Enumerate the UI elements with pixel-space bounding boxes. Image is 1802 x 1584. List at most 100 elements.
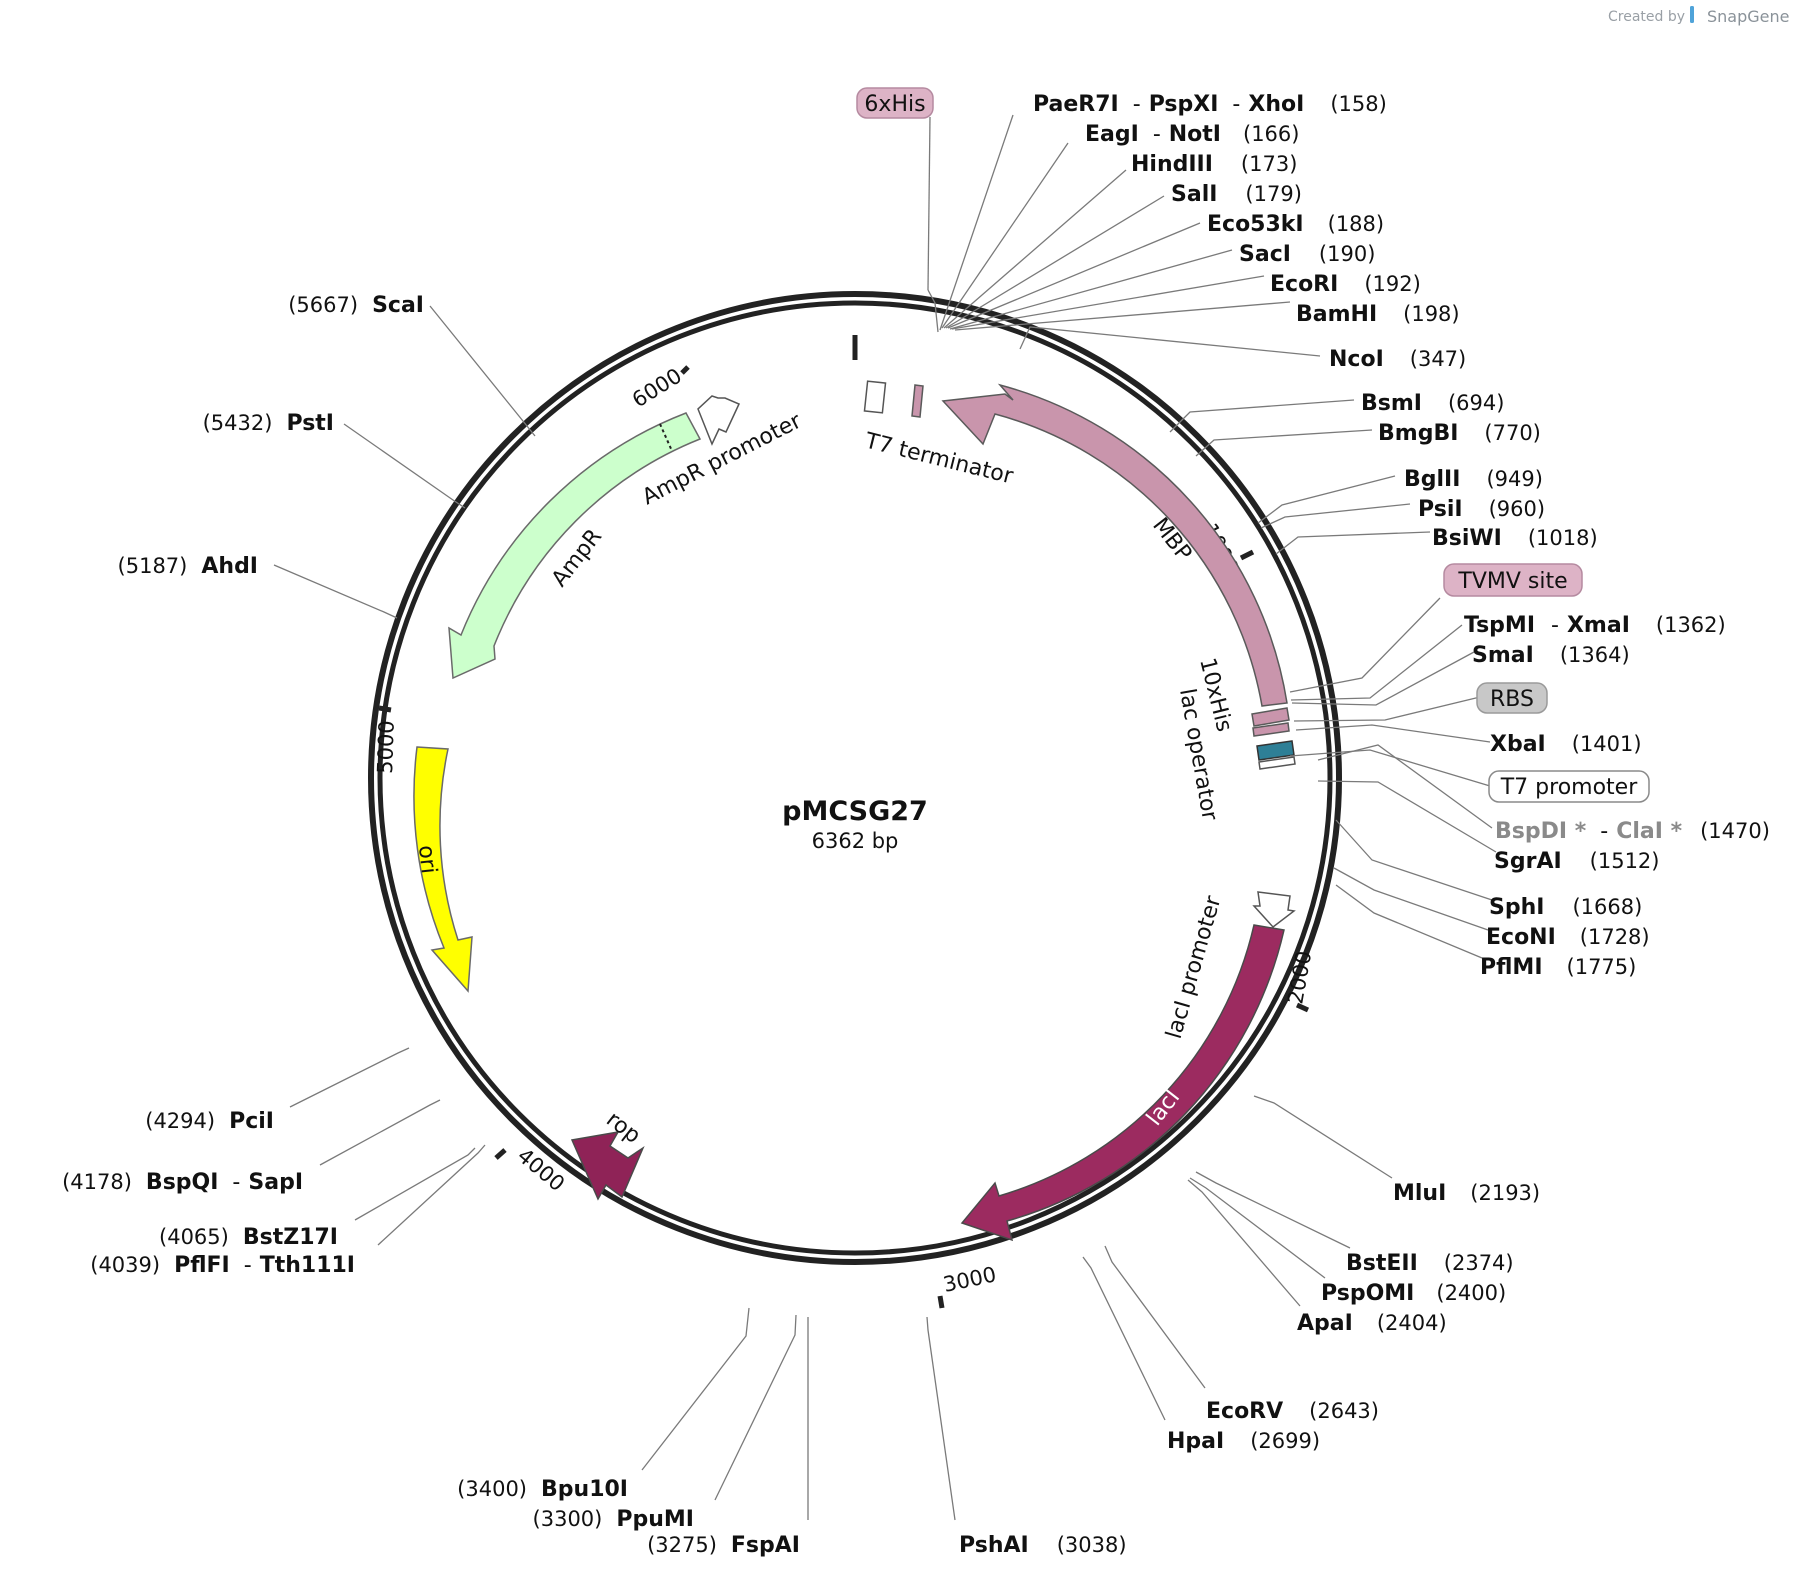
leader-ppumi xyxy=(714,1314,797,1501)
site-bstz17i: (4065)BstZ17I xyxy=(159,1225,338,1250)
tick-6000 xyxy=(680,365,690,375)
site-labels-left: (3275)FspAI (3300)PpuMI (3400)Bpu10I (40… xyxy=(62,293,800,1558)
site-eco53ki: Eco53kI(188) xyxy=(1207,212,1384,237)
leader-bpu10i xyxy=(641,1307,750,1471)
leader-mlui xyxy=(1253,1095,1393,1179)
site-bmgbi: BmgBI(770) xyxy=(1378,421,1541,446)
site-sali: SalI(179) xyxy=(1171,182,1302,207)
site-bpu10i: (3400)Bpu10I xyxy=(457,1477,628,1502)
tick-2000 xyxy=(1295,1002,1310,1013)
plasmid-length: 6362 bp xyxy=(812,829,899,853)
leader-hindiii xyxy=(943,169,1127,329)
backbone xyxy=(368,291,1342,1265)
leader-rbs xyxy=(1293,696,1481,722)
site-bsteii: BstEII(2374) xyxy=(1346,1251,1514,1276)
tick-1000 xyxy=(1239,549,1255,561)
feature-laci-promoter-arrow xyxy=(1252,891,1296,929)
leader-bsteii xyxy=(1195,1171,1351,1249)
feature-box-t7-promoter xyxy=(1488,770,1650,803)
site-ppumi: (3300)PpuMI xyxy=(533,1507,694,1532)
site-smai: SmaI(1364) xyxy=(1472,643,1630,668)
site-psii: PsiI(960) xyxy=(1418,497,1545,522)
leader-bspqi xyxy=(319,1099,441,1166)
site-psti: (5432)PstI xyxy=(203,411,334,436)
feature-lac-operator-box xyxy=(1256,740,1295,761)
leader-ecori xyxy=(951,275,1265,330)
site-tspmi: TspMI-XmaI(1362) xyxy=(1464,613,1726,638)
leader-ncoi xyxy=(1019,326,1321,357)
leader-pshai xyxy=(926,1316,956,1521)
site-saci: SacI(190) xyxy=(1239,242,1375,267)
site-pshai: PshAI(3038) xyxy=(959,1533,1127,1558)
leader-ecorv xyxy=(1104,1245,1206,1389)
leader-bspdi xyxy=(1317,744,1493,829)
feature-t7-terminator-label: T7 terminator xyxy=(862,428,1017,489)
site-bsmi: BsmI(694) xyxy=(1361,391,1504,416)
leader-pflfi xyxy=(377,1144,486,1246)
feature-10xhis-box xyxy=(1251,707,1290,727)
tick-label-2000: 2000 xyxy=(1283,949,1316,1006)
site-hpai: HpaI(2699) xyxy=(1167,1429,1320,1454)
tick-4000 xyxy=(494,1148,507,1160)
site-sphi: SphI(1668) xyxy=(1489,895,1642,920)
site-bamhi: BamHI(198) xyxy=(1296,302,1460,327)
leader-sphi xyxy=(1335,819,1493,901)
site-fspai: (3275)FspAI xyxy=(647,1533,800,1558)
leader-t7-promoter xyxy=(1289,749,1491,787)
leader-sali xyxy=(945,195,1165,329)
feature-box-6xhis-label: 6xHis xyxy=(864,92,925,117)
leader-bglii xyxy=(1257,475,1396,524)
leader-bstz17i xyxy=(354,1147,476,1221)
backbone-inner-strand xyxy=(377,300,1333,1256)
site-ecorv: EcoRV(2643) xyxy=(1206,1399,1379,1424)
leader-xbai xyxy=(1295,724,1491,743)
site-ecori: EcoRI(192) xyxy=(1270,272,1421,297)
site-mlui: MluI(2193) xyxy=(1393,1181,1540,1206)
leader-smai xyxy=(1291,651,1475,706)
leader-econi xyxy=(1333,867,1489,931)
feature-t7-terminator-box xyxy=(863,380,887,414)
leader-bmgbi xyxy=(1195,429,1373,457)
leader-pflmi xyxy=(1335,884,1483,959)
feature-his-box-2 xyxy=(1252,722,1290,737)
backbone-outer-strand xyxy=(368,291,1342,1265)
feature-mbp-arrow xyxy=(941,383,1288,707)
plasmid-name: pMCSG27 xyxy=(782,796,928,827)
leader-eagi xyxy=(941,142,1069,329)
leader-6xhis xyxy=(927,289,939,333)
site-bglii: BglII(949) xyxy=(1404,467,1543,492)
feature-ampr-arrow xyxy=(448,412,702,680)
leader-tvmv xyxy=(1289,597,1441,693)
leader-hpai xyxy=(1082,1256,1166,1421)
site-pflfi: (4039)PflFI-Tth111I xyxy=(90,1253,355,1278)
feature-laci-promoter-label: lacI promoter xyxy=(1162,892,1227,1041)
site-pspomi: PspOMI(2400) xyxy=(1321,1281,1506,1306)
leader-pcii xyxy=(289,1047,410,1108)
site-bspqi: (4178)BspQI-SapI xyxy=(62,1170,303,1195)
site-pcii: (4294)PciI xyxy=(145,1109,274,1134)
center-label: pMCSG27 6362 bp xyxy=(782,796,928,853)
leader-paer7i xyxy=(939,114,1014,331)
tick-label-6000: 6000 xyxy=(628,364,686,413)
leader-sgrai xyxy=(1317,780,1497,853)
leader-scai xyxy=(429,305,536,437)
feature-box-rbs-label: RBS xyxy=(1490,687,1534,712)
leader-apai xyxy=(1187,1179,1301,1307)
site-bspdi: BspDI *-ClaI *(1470) xyxy=(1495,819,1770,844)
leader-bamhi xyxy=(954,301,1291,331)
feature-ampr-promoter-arrow xyxy=(697,395,741,446)
leader-psti xyxy=(343,423,466,509)
snapgene-product-text: SnapGene xyxy=(1707,7,1789,26)
tick-3000 xyxy=(937,1295,945,1309)
site-sgrai: SgrAI(1512) xyxy=(1494,849,1660,874)
leader-eco53ki xyxy=(947,222,1201,329)
site-bsiwi: BsiWI(1018) xyxy=(1432,526,1598,551)
site-pflmi: PflMI(1775) xyxy=(1480,955,1636,980)
snapgene-brand: Created by SnapGene xyxy=(1608,6,1789,26)
feature-laci-arrow xyxy=(960,924,1285,1242)
feature-rop-arrow xyxy=(570,1130,645,1201)
site-labels: PaeR7I-PspXI-XhoI(158) EagI-NotI(166) Hi… xyxy=(959,92,1770,1558)
leader-6xhis-up xyxy=(927,116,931,291)
leader-pspomi xyxy=(1189,1177,1326,1279)
